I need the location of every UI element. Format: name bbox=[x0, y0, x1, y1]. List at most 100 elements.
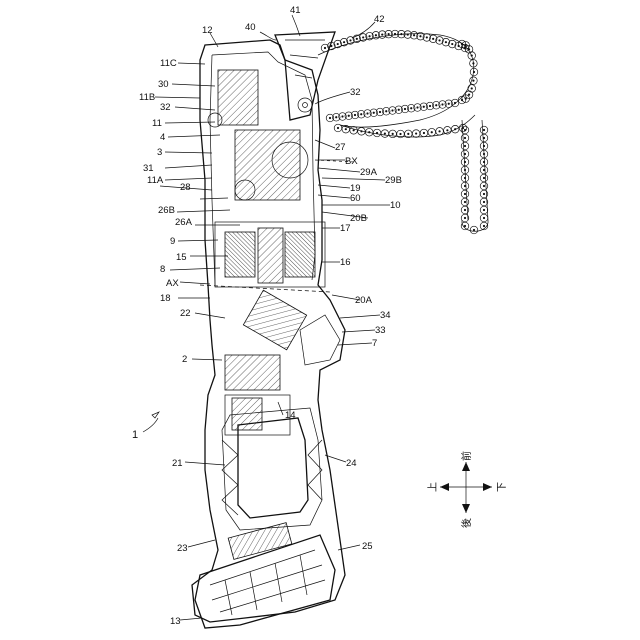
label-10: 10 bbox=[390, 200, 401, 211]
chain-rivet bbox=[329, 117, 331, 119]
chain-rivet bbox=[483, 129, 485, 131]
chain-rivet bbox=[473, 229, 475, 231]
chain-rivet bbox=[353, 129, 355, 131]
label-32-right: 32 bbox=[350, 87, 361, 98]
label-23: 23 bbox=[177, 543, 188, 554]
chain-rivet bbox=[464, 185, 466, 187]
chain-rivet bbox=[423, 132, 425, 134]
chain-rivet bbox=[446, 129, 448, 131]
label-42: 42 bbox=[374, 14, 385, 25]
label-14: 14 bbox=[285, 410, 296, 421]
chain-rivet bbox=[388, 33, 390, 35]
chain-rivet bbox=[473, 71, 475, 73]
label-60: 60 bbox=[350, 193, 361, 204]
dir-up: 上 bbox=[427, 482, 439, 492]
chain-rivet bbox=[441, 103, 443, 105]
chain-rivet bbox=[464, 217, 466, 219]
chain-rivet bbox=[464, 201, 466, 203]
chain-rivet bbox=[360, 113, 362, 115]
chain-rivet bbox=[483, 153, 485, 155]
label-24: 24 bbox=[346, 458, 357, 469]
chain-rivet bbox=[399, 133, 401, 135]
label-31: 31 bbox=[143, 163, 154, 174]
chain-rivet bbox=[483, 185, 485, 187]
chain-rivet bbox=[472, 80, 474, 82]
label-27: 27 bbox=[335, 142, 346, 153]
chain-rivet bbox=[483, 161, 485, 163]
chain-rivet bbox=[464, 193, 466, 195]
chain-rivet bbox=[345, 128, 347, 130]
label-33: 33 bbox=[375, 325, 386, 336]
label-15: 15 bbox=[176, 252, 187, 263]
chain-rivet bbox=[368, 35, 370, 37]
label-18: 18 bbox=[160, 293, 171, 304]
chain-rivet bbox=[468, 48, 470, 50]
chain-rivet bbox=[451, 43, 453, 45]
arrow-left-icon bbox=[440, 483, 449, 491]
label-41: 41 bbox=[290, 5, 301, 16]
label-34: 34 bbox=[380, 310, 391, 321]
chain-rivet bbox=[483, 137, 485, 139]
chain-rivet bbox=[335, 116, 337, 118]
label-BX: BX bbox=[345, 156, 358, 167]
label-20A: 20A bbox=[355, 295, 373, 306]
label-11B: 11B bbox=[139, 92, 155, 103]
chain-rivet bbox=[448, 103, 450, 105]
chain-rivet bbox=[483, 193, 485, 195]
chain-rivet bbox=[471, 54, 473, 56]
chain-rivet bbox=[429, 105, 431, 107]
chain-rivet bbox=[419, 35, 421, 37]
label-11C: 11C bbox=[160, 58, 177, 69]
chain-rivet bbox=[385, 110, 387, 112]
label-22: 22 bbox=[180, 308, 191, 319]
label-20B: 20B bbox=[350, 213, 367, 224]
tool-housing bbox=[192, 32, 355, 628]
chain-rivet bbox=[431, 131, 433, 133]
chain-rivet bbox=[343, 41, 345, 43]
label-13: 13 bbox=[170, 616, 181, 627]
label-AX: AX bbox=[166, 278, 179, 289]
label-11A: 11A bbox=[147, 175, 164, 186]
chain-rivet bbox=[415, 132, 417, 134]
chain-rivet bbox=[407, 133, 409, 135]
chain-rivet bbox=[483, 169, 485, 171]
arrow-up-icon bbox=[462, 462, 470, 471]
chain-rivet bbox=[398, 109, 400, 111]
chain-rivet bbox=[337, 127, 339, 129]
chain-rivet bbox=[435, 104, 437, 106]
chain-rivet bbox=[483, 209, 485, 211]
direction-indicator: 前 後 上 下 bbox=[427, 451, 508, 528]
chain-rivet bbox=[461, 99, 463, 101]
chain-rivet bbox=[464, 169, 466, 171]
chain-rivet bbox=[464, 129, 466, 131]
label-2: 2 bbox=[182, 354, 187, 365]
chain-rivet bbox=[416, 106, 418, 108]
chain-rivet bbox=[392, 133, 394, 135]
chain-rivet bbox=[337, 43, 339, 45]
label-28: 28 bbox=[180, 182, 191, 193]
chain-rivet bbox=[483, 217, 485, 219]
chain-rivet bbox=[464, 225, 466, 227]
saw-chain bbox=[318, 30, 488, 234]
chain-rivet bbox=[349, 39, 351, 41]
chain-rivet bbox=[426, 36, 428, 38]
label-7: 7 bbox=[372, 338, 377, 349]
chain-rivet bbox=[483, 145, 485, 147]
chain-links bbox=[321, 30, 488, 234]
chain-rivet bbox=[384, 132, 386, 134]
chain-rivet bbox=[394, 33, 396, 35]
chain-rivet bbox=[368, 131, 370, 133]
chain-rivet bbox=[356, 38, 358, 40]
label-30: 30 bbox=[158, 79, 169, 90]
chain-rivet bbox=[464, 161, 466, 163]
label-26A: 26A bbox=[175, 217, 193, 228]
chain-rivet bbox=[410, 107, 412, 109]
chain-rivet bbox=[464, 137, 466, 139]
chain-rivet bbox=[445, 41, 447, 43]
label-25: 25 bbox=[362, 541, 373, 552]
dir-front: 前 bbox=[460, 451, 473, 461]
chain-rivet bbox=[376, 132, 378, 134]
chain-rivet bbox=[464, 145, 466, 147]
label-29B: 29B bbox=[385, 175, 402, 186]
label-32-left: 32 bbox=[160, 102, 171, 113]
